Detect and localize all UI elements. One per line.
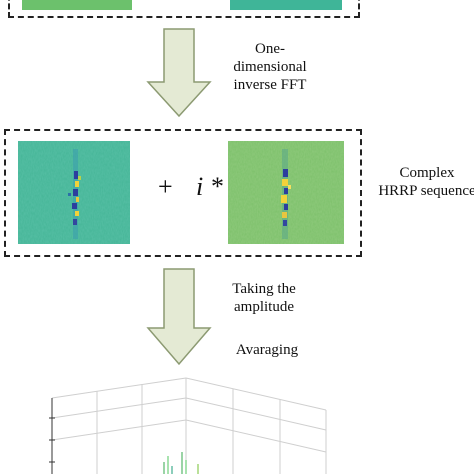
- down-arrow-icon: [146, 268, 212, 366]
- hrrp-3d-plot: [49, 377, 327, 474]
- z-axis: [49, 398, 55, 474]
- amplitude-line-2: amplitude: [234, 299, 294, 315]
- ifft-line-3: inverse FFT: [233, 77, 307, 93]
- imaginary-part-map: [228, 141, 344, 244]
- imaginary-unit: i *: [196, 172, 223, 201]
- amplitude-step-label: Taking the amplitude: [214, 280, 314, 316]
- plot-grid: [51, 377, 327, 474]
- complex-hrrp-line-2: HRRP sequence: [378, 183, 474, 199]
- complex-hrrp-box: [4, 129, 362, 257]
- input-imag-map: [230, 0, 342, 10]
- real-target-streak: [68, 149, 81, 239]
- amplitude-line-1: Taking the: [232, 281, 296, 297]
- complex-hrrp-line-1: Complex: [399, 165, 455, 181]
- input-spectrum-box: [8, 0, 360, 18]
- ifft-line-1: One-: [255, 41, 285, 57]
- imag-target-streak: [281, 149, 291, 239]
- complex-hrrp-label: Complex HRRP sequence: [372, 164, 474, 200]
- ifft-step-label: One- dimensional inverse FFT: [215, 40, 325, 94]
- real-part-map: [18, 141, 130, 244]
- range-profile-peaks: [163, 452, 199, 474]
- down-arrow-icon: [146, 28, 212, 118]
- plus-operator: +: [158, 172, 173, 201]
- averaging-step-label: Avaraging: [235, 342, 299, 358]
- ifft-line-2: dimensional: [233, 59, 307, 75]
- input-real-map: [22, 0, 132, 10]
